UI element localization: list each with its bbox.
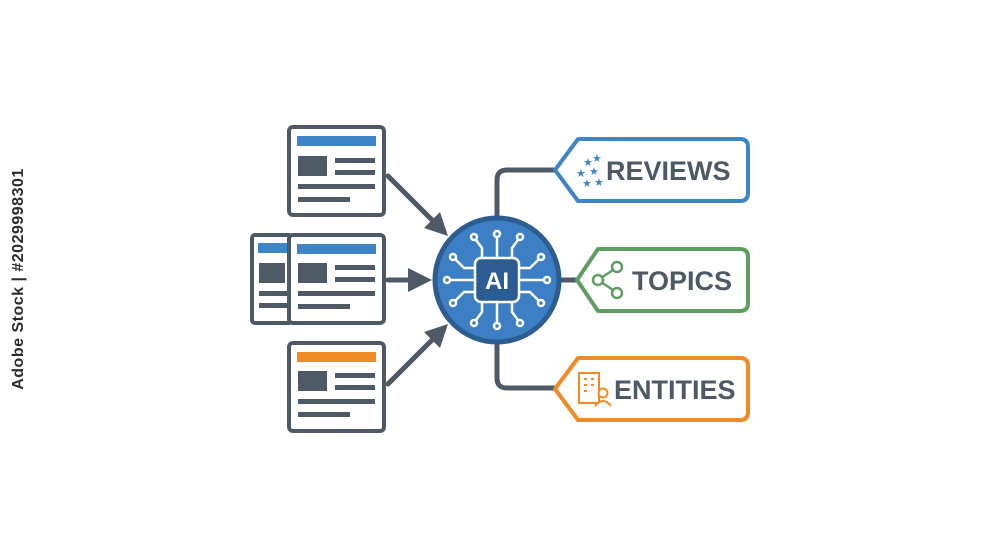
document-middle-stack — [250, 233, 294, 325]
building-person-icon — [578, 372, 612, 407]
document-bottom-header — [297, 352, 376, 362]
input-arrows — [385, 173, 448, 387]
share-icon — [591, 260, 624, 300]
document-bottom — [287, 341, 386, 433]
svg-text:★: ★ — [589, 165, 599, 178]
stars-icon: ★★★ ★★★ — [576, 152, 604, 190]
arrow-top — [385, 173, 435, 223]
document-middle-header — [297, 244, 376, 254]
tag-topics: TOPICS — [575, 247, 750, 313]
watermark-text: Adobe Stock | #2029998301 — [10, 168, 27, 390]
svg-text:★: ★ — [594, 176, 604, 189]
ai-label: AI — [485, 268, 509, 295]
svg-text:★: ★ — [583, 156, 593, 169]
tag-entities: ENTITIES — [553, 356, 750, 422]
arrow-bottom — [385, 337, 435, 387]
document-top — [287, 125, 386, 217]
svg-text:★: ★ — [592, 152, 602, 165]
tag-reviews: ★★★ ★★★ REVIEWS — [553, 137, 750, 203]
svg-text:★: ★ — [582, 177, 592, 190]
ai-node: AI — [432, 215, 562, 345]
stock-watermark: Adobe Stock | #2029998301 — [4, 0, 34, 558]
ai-chip — [473, 256, 521, 304]
tag-topics-label: TOPICS — [632, 266, 732, 296]
tag-entities-label: ENTITIES — [614, 375, 736, 405]
tag-reviews-label: REVIEWS — [606, 156, 731, 186]
svg-text:★: ★ — [576, 167, 586, 180]
document-middle — [287, 233, 386, 325]
document-top-header — [297, 136, 376, 146]
